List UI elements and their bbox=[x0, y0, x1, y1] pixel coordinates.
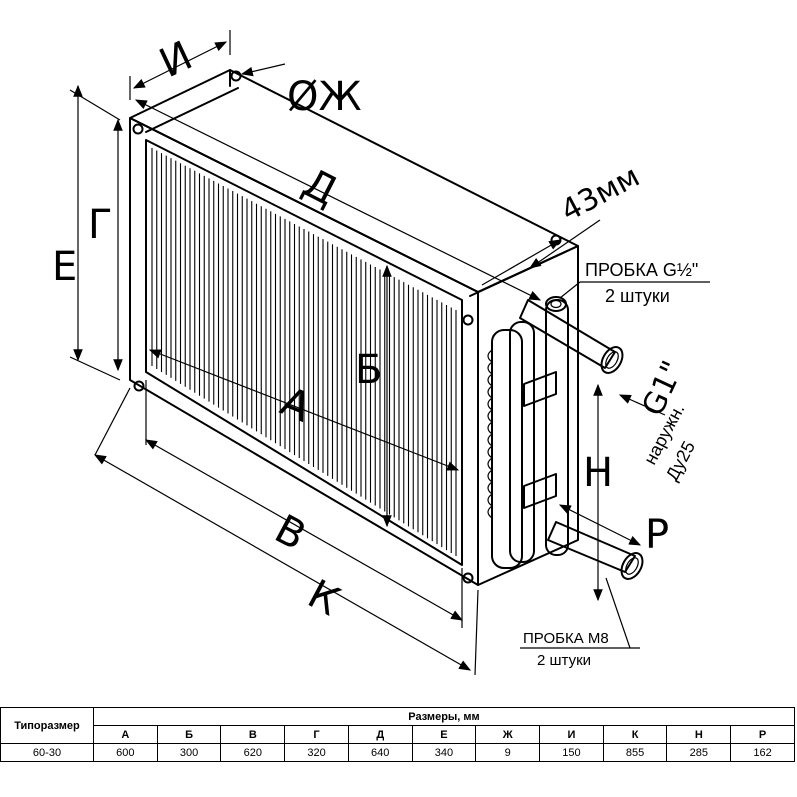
dim-label-v: В bbox=[267, 506, 313, 560]
plug-m8-line2: 2 штуки bbox=[537, 652, 591, 669]
heat-exchanger-fins bbox=[151, 148, 457, 556]
column-header: К bbox=[602, 725, 668, 744]
bolt-hole-icon bbox=[230, 70, 242, 82]
value-cell: 340 bbox=[411, 743, 477, 762]
dim-label-n: Н bbox=[583, 450, 613, 496]
heater-drawing: И ØЖ Д 43мм Е Г Б А В К Н Р G1" наружн. … bbox=[52, 30, 710, 676]
type-cell: 60-30 bbox=[0, 743, 94, 762]
value-cell: 162 bbox=[730, 743, 795, 762]
dim-label-i: И bbox=[153, 33, 200, 87]
column-header: А bbox=[93, 725, 158, 744]
value-cell: 320 bbox=[284, 743, 349, 762]
plug-m8-line1: ПРОБКА М8 bbox=[523, 630, 609, 647]
column-header: Г bbox=[284, 725, 349, 744]
column-header: Ж bbox=[475, 725, 541, 744]
type-header: Типоразмер bbox=[0, 707, 94, 744]
dim-label-k: К bbox=[300, 571, 347, 625]
plug-g-line2: 2 штуки bbox=[605, 286, 670, 306]
column-header: Д bbox=[347, 725, 413, 744]
dim-label-g: Г bbox=[88, 202, 112, 248]
column-header: И bbox=[539, 725, 604, 744]
coil-piping bbox=[487, 296, 644, 580]
dims-header: Размеры, мм bbox=[93, 707, 795, 726]
value-cell: 285 bbox=[666, 743, 732, 762]
dim-label-r: Р bbox=[645, 512, 669, 558]
dim-label-b-small: Б bbox=[355, 347, 382, 393]
dim-label-zh: ØЖ bbox=[287, 74, 362, 120]
value-cell: 300 bbox=[156, 743, 222, 762]
plug-g-line1: ПРОБКА G½" bbox=[585, 260, 698, 280]
value-cell: 9 bbox=[475, 743, 541, 762]
value-cell: 855 bbox=[602, 743, 668, 762]
column-header: Б bbox=[156, 725, 222, 744]
column-header: Н bbox=[666, 725, 732, 744]
dimension-lines bbox=[69, 30, 710, 676]
dim-label-d-top: Д bbox=[295, 160, 344, 215]
value-cell: 640 bbox=[347, 743, 413, 762]
value-cell: 620 bbox=[220, 743, 286, 762]
column-header: Р bbox=[730, 725, 795, 744]
bolt-hole-icon bbox=[133, 380, 145, 392]
bolt-hole-icon bbox=[462, 314, 474, 326]
dim-label-43mm: 43мм bbox=[555, 159, 645, 229]
column-header: В bbox=[220, 725, 286, 744]
column-header: Е bbox=[411, 725, 477, 744]
value-cell: 150 bbox=[539, 743, 604, 762]
bolt-hole-icon bbox=[132, 123, 144, 135]
value-cell: 600 bbox=[93, 743, 158, 762]
dim-label-e: Е bbox=[52, 244, 77, 290]
